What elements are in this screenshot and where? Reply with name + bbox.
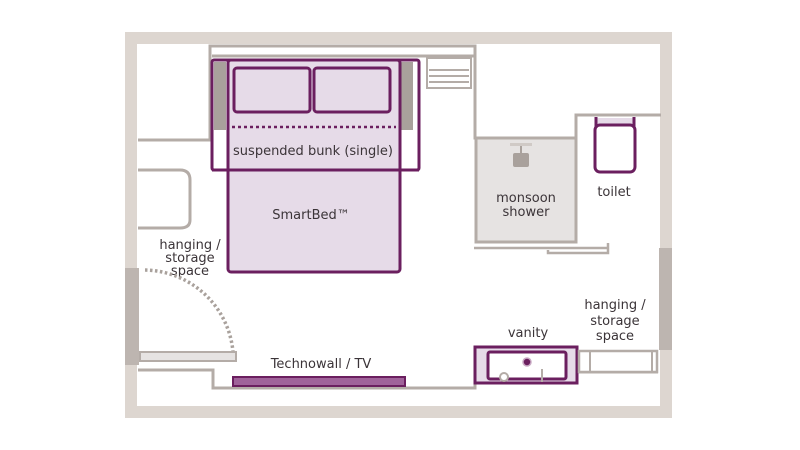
shower-label-line2: shower xyxy=(503,205,551,220)
pillow-left xyxy=(232,66,312,114)
toilet xyxy=(593,123,637,174)
left-wardrobe xyxy=(138,168,192,230)
technowall-tv xyxy=(232,376,406,387)
door xyxy=(139,351,237,362)
basin-tap-icon xyxy=(499,372,509,382)
left-storage-line1: hanging / xyxy=(159,238,221,253)
left-storage-line2: storage xyxy=(165,251,214,266)
right-storage-line2: storage xyxy=(590,314,639,329)
right-wardrobe xyxy=(577,349,659,374)
vanity-label: vanity xyxy=(508,326,549,341)
shelf xyxy=(426,57,472,89)
toilet-label: toilet xyxy=(597,185,630,200)
pillow-right xyxy=(312,66,392,114)
toilet-cistern xyxy=(596,118,634,128)
shower-head-icon xyxy=(510,143,532,167)
bunk-label: suspended bunk (single) xyxy=(233,144,393,159)
right-storage-line3: space xyxy=(596,329,634,344)
right-storage-line1: hanging / xyxy=(584,298,646,313)
door-swing-arc xyxy=(144,268,235,353)
shower-label-line1: monsoon xyxy=(496,191,556,206)
left-storage-line3: space xyxy=(171,264,209,279)
basin-drain-icon xyxy=(522,357,532,367)
left-window xyxy=(125,268,139,365)
side-pad-left xyxy=(214,62,226,130)
smartbed-label: SmartBed™ xyxy=(272,208,350,223)
shower-rail xyxy=(474,243,610,255)
technowall-label: Technowall / TV xyxy=(270,357,372,372)
right-window xyxy=(659,248,672,350)
side-pad-right xyxy=(401,62,413,130)
